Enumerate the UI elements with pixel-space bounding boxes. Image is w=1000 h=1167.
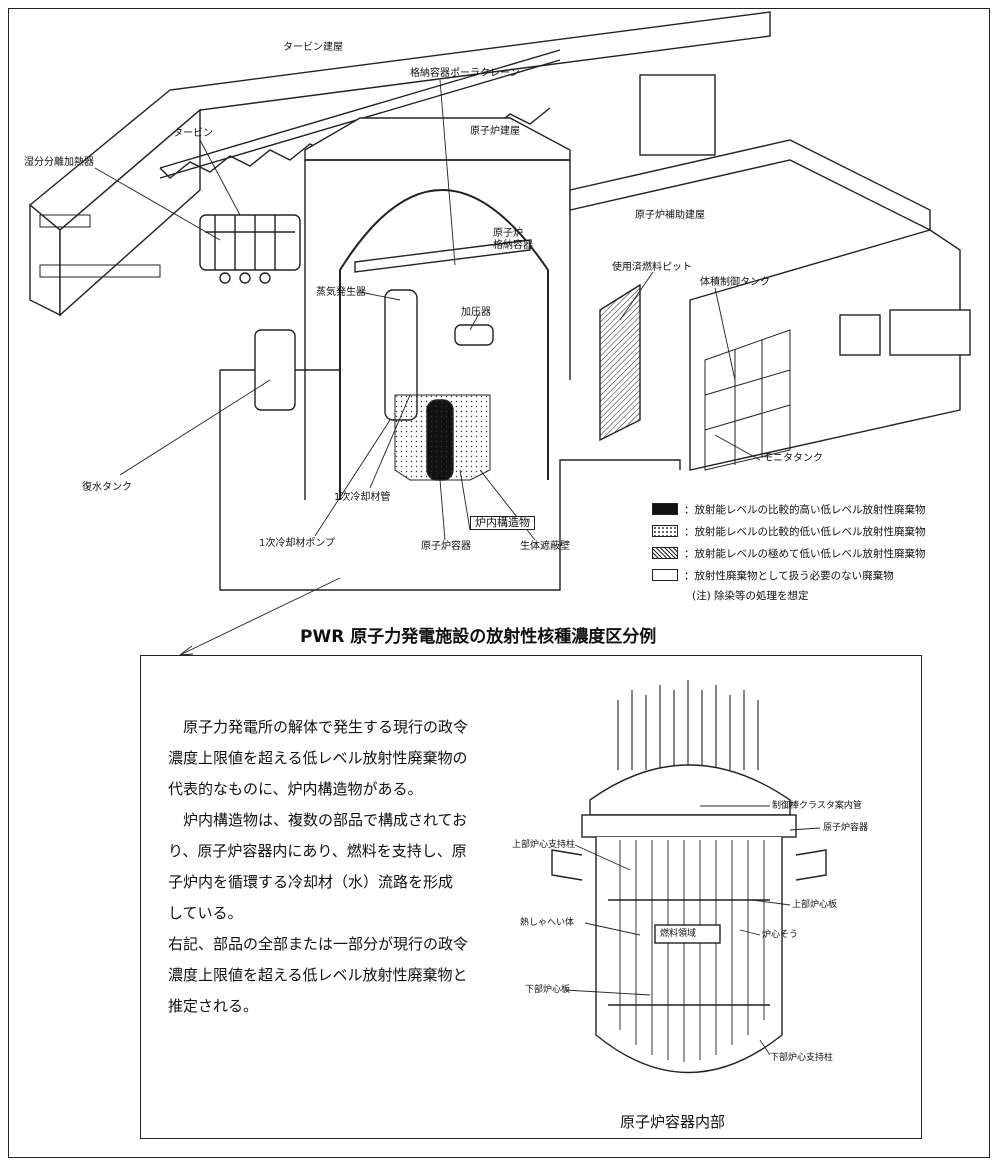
label-upper-core-plate: 上部炉心板 [792, 900, 838, 910]
label-core-barrel: 炉心そう [762, 930, 799, 940]
vessel-body [595, 837, 783, 1074]
label-fuel-region: 燃料領域 [660, 929, 697, 939]
legend-label: ：放射能レベルの極めて低い低レベル放射性廃棄物 [684, 547, 926, 560]
dotted-zone [394, 394, 491, 481]
label-cr-cluster-guide: 制御棒クラスタ案内管 [772, 801, 862, 811]
label-reactor-building: 原子炉建屋 [470, 126, 520, 137]
legend-item: ：放射能レベルの極めて低い低レベル放射性廃棄物 [652, 542, 982, 564]
label-reactor-vessel: 原子炉容器 [421, 541, 471, 552]
monitor-tank-rooms [704, 329, 791, 471]
label-reactor-internals: 炉内構造物 [470, 516, 535, 530]
legend-swatch-dots [652, 525, 678, 537]
description-paragraph: 原子力発電所の解体で発生する現行の政令濃度上限値を超える低レベル放射性廃棄物の代… [168, 718, 469, 798]
condensate-tank-shape [254, 329, 296, 411]
turbine-unit [199, 214, 301, 284]
label-monitor-tank: モニタタンク [763, 453, 823, 464]
vessel-illustration [551, 680, 827, 1074]
vessel-caption: 原子炉容器内部 [620, 1113, 726, 1131]
label-pressurizer: 加圧器 [461, 307, 491, 318]
turbine-building-front [59, 108, 201, 317]
label-bio-shield: 生体遮蔽壁 [520, 541, 570, 552]
label-aux-building: 原子炉補助建屋 [635, 210, 705, 221]
label-thermal-shield: 熱しゃへい体 [520, 918, 575, 928]
legend-label: ：放射能レベルの比較的高い低レベル放射性廃棄物 [684, 503, 926, 516]
outer-frame [8, 8, 990, 1158]
polar-crane-beam [354, 239, 531, 273]
legend-label: ：放射能レベルの比較的低い低レベル放射性廃棄物 [684, 525, 926, 538]
label-lower-core-plate: 下部炉心板 [525, 985, 571, 995]
reactor-internals-box [140, 655, 922, 1139]
guide-tube-heads [617, 680, 759, 770]
label-primary-coolant-pump: 1次冷却材ポンプ [259, 538, 336, 549]
description-paragraph: 炉内構造物は、複数の部品で構成されており、原子炉容器内にあり、燃料を支持し、原子… [168, 811, 468, 922]
description-text: 原子力発電所の解体で発生する現行の政令濃度上限値を超える低レベル放射性廃棄物の代… [168, 712, 468, 1022]
stair-tower [639, 74, 716, 156]
label-polar-crane: 格納容器ポーラクレーン [410, 68, 520, 79]
label-spent-fuel-pit: 使用済燃料ピット [612, 262, 692, 273]
label-primary-coolant-pipe: 1次冷却材管 [334, 492, 391, 503]
diagram-title: PWR 原子力発電施設の放射性核種濃度区分例 [300, 627, 657, 647]
turbine-windows [39, 214, 161, 278]
label-vessel: 原子炉容器 [823, 823, 869, 833]
label-steam-generator: 蒸気発生器 [316, 287, 366, 298]
legend-item: ：放射性廃棄物として扱う必要のない廃棄物 [652, 564, 982, 586]
aux-building-roof [569, 139, 931, 232]
description-paragraph: 右記、部品の全部または一部分が現行の政令濃度上限値を超える低レベル放射性廃棄物と… [168, 935, 469, 1015]
legend-label: ：放射性廃棄物として扱う必要のない廃棄物 [684, 569, 894, 582]
pressurizer-shape [454, 324, 494, 346]
legend-swatch-dark [652, 503, 678, 515]
label-turbine: タービン [173, 128, 213, 139]
legend-item: ：放射能レベルの比較的高い低レベル放射性廃棄物 [652, 498, 982, 520]
vessel-rods [619, 840, 765, 1062]
legend-note: (注) 除染等の処理を想定 [692, 590, 809, 602]
vessel-nozzle-left [551, 849, 583, 881]
roof-block [839, 314, 881, 356]
label-condensate-tank: 復水タンク [82, 482, 132, 493]
vessel-leaders [564, 805, 821, 1056]
leader-lines [94, 79, 761, 656]
vessel-nozzle-right [795, 849, 827, 881]
label-moisture-separator: 湿分分離加熱器 [24, 157, 94, 168]
legend-item: ：放射能レベルの比較的低い低レベル放射性廃棄物 [652, 520, 982, 542]
label-volume-control-tank: 体積制御タンク [700, 277, 770, 288]
legend: ：放射能レベルの比較的高い低レベル放射性廃棄物 ：放射能レベルの比較的低い低レベ… [652, 498, 982, 603]
core-barrel [608, 899, 770, 1006]
label-upper-core-support: 上部炉心支持柱 [512, 840, 576, 850]
vessel-head [589, 764, 791, 816]
legend-swatch-hatch [652, 547, 678, 559]
roof-block [889, 309, 971, 356]
label-turbine-building: タービン建屋 [283, 42, 343, 53]
spent-fuel-pit-shape [599, 283, 641, 442]
fuel-region-box [654, 924, 721, 944]
legend-swatch-white [652, 569, 678, 581]
label-lower-core-support: 下部炉心支持柱 [770, 1053, 834, 1063]
label-containment-vessel: 原子炉 格納容器 [493, 228, 533, 251]
